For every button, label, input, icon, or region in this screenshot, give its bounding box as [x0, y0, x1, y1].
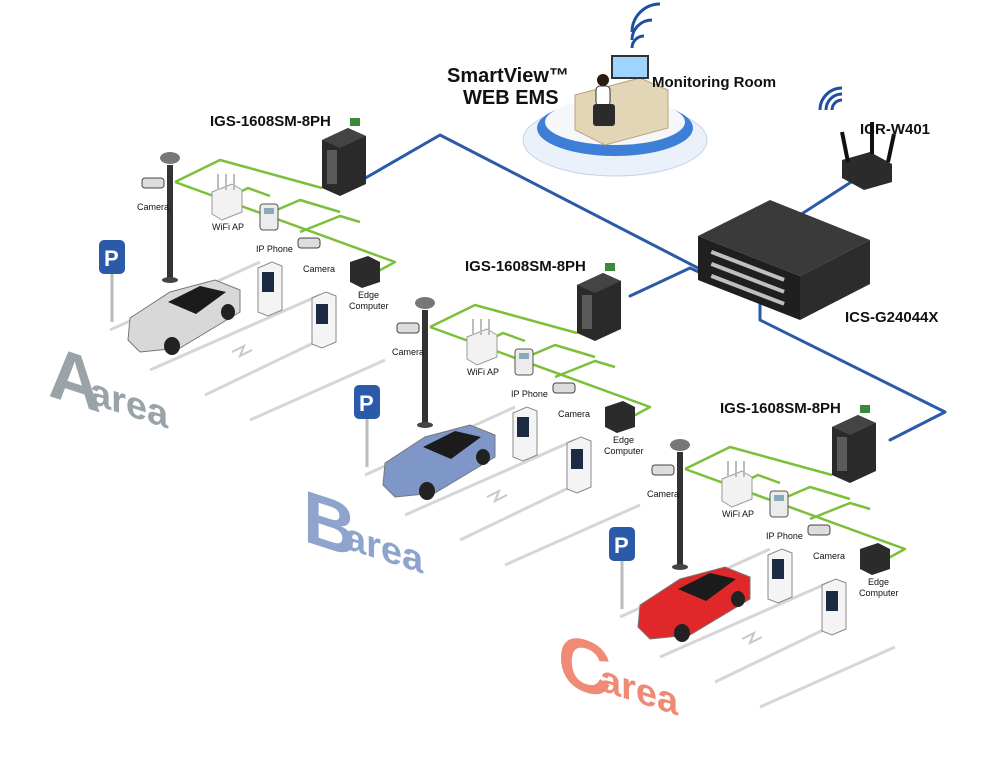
area-letter: C — [558, 616, 611, 716]
camera-icon — [297, 237, 321, 249]
camera-label: Camera — [813, 551, 845, 561]
core-switch-ports — [710, 250, 785, 306]
core-switch — [698, 200, 870, 320]
fiber-link-a — [360, 133, 762, 302]
ev-charger-icon — [311, 291, 337, 349]
access-switch — [832, 405, 876, 483]
title-line1: SmartView™ — [447, 65, 569, 87]
edge-label-1: Edge — [358, 290, 379, 300]
access-switch — [577, 263, 621, 341]
area-letter: B — [303, 474, 356, 574]
camera-icon — [141, 177, 165, 189]
light-pole — [160, 152, 180, 283]
ev-charger-icon — [512, 406, 538, 462]
edge-label-1: Edge — [613, 435, 634, 445]
area-word: area — [600, 657, 678, 724]
edge-computer-icon — [350, 256, 380, 288]
camera-label: Camera — [392, 347, 424, 357]
access-switch-label: IGS-1608SM-8PH — [210, 113, 331, 130]
edge-computer-icon — [605, 401, 635, 433]
wifi-ap-icon — [466, 319, 498, 366]
ev-charger-icon — [767, 548, 793, 604]
edge-label-2: Computer — [604, 446, 644, 456]
parking-sign-icon: P — [99, 240, 125, 322]
ip-phone-icon — [769, 490, 789, 518]
camera-label: Camera — [137, 202, 169, 212]
wifi-ap-icon — [721, 461, 753, 508]
fiber-link-c — [758, 298, 947, 442]
camera-icon — [552, 382, 576, 394]
camera-icon — [651, 464, 675, 476]
core-switch-top — [698, 200, 870, 276]
office-chair — [593, 104, 615, 126]
router-body — [842, 152, 892, 190]
area-word: area — [90, 370, 168, 437]
wifi-signal-icon — [818, 86, 843, 111]
wifi-ap-label: WiFi AP — [212, 222, 244, 232]
access-switch-label: IGS-1608SM-8PH — [720, 400, 841, 417]
ip-phone-label: IP Phone — [256, 244, 293, 254]
wifi-ap-icon — [211, 174, 243, 221]
ev-charger-icon — [566, 436, 592, 494]
charging-mark-icon — [741, 630, 763, 646]
electric-car — [127, 279, 241, 355]
camera-label: Camera — [647, 489, 679, 499]
edge-label-2: Computer — [859, 588, 899, 598]
ip-phone-label: IP Phone — [511, 389, 548, 399]
edge-label-1: Edge — [868, 577, 889, 587]
charging-mark-icon — [231, 343, 253, 359]
access-switch-label: IGS-1608SM-8PH — [465, 258, 586, 275]
electric-car — [637, 566, 751, 642]
area-letter: A — [48, 329, 101, 429]
operator-body — [595, 85, 611, 107]
parking-sign-icon: P — [354, 385, 380, 467]
ev-charger-icon — [821, 578, 847, 636]
electric-car — [382, 424, 496, 500]
wifi-signal-icon — [630, 2, 661, 49]
ip-phone-icon — [514, 348, 534, 376]
ev-charger-icon — [257, 261, 283, 317]
access-switch — [322, 118, 366, 196]
area-word: area — [345, 515, 423, 582]
edge-computer-icon — [860, 543, 890, 575]
camera-icon — [396, 322, 420, 334]
ip-phone-icon — [259, 203, 279, 231]
svg-text:P: P — [614, 533, 629, 558]
edge-label-2: Computer — [349, 301, 389, 311]
svg-text:P: P — [359, 391, 374, 416]
title-line2: WEB EMS — [463, 87, 559, 109]
wifi-ap-label: WiFi AP — [722, 509, 754, 519]
wifi-ap-label: WiFi AP — [467, 367, 499, 377]
core-switch-label: ICS-G24044X — [845, 309, 938, 326]
monitoring-room-label: Monitoring Room — [652, 74, 776, 91]
camera-icon — [807, 524, 831, 536]
monitor-screen — [611, 55, 649, 79]
light-pole — [415, 297, 435, 428]
core-switch-side — [800, 240, 870, 320]
router — [818, 86, 896, 190]
router-antenna — [840, 131, 850, 163]
charging-mark-icon — [486, 488, 508, 504]
svg-text:P: P — [104, 246, 119, 271]
parking-sign-icon: P — [609, 527, 635, 609]
router-label: ICR-W401 — [860, 121, 930, 138]
light-pole — [670, 439, 690, 570]
ip-phone-label: IP Phone — [766, 531, 803, 541]
monitoring-room — [522, 2, 708, 177]
camera-label: Camera — [558, 409, 590, 419]
camera-label: Camera — [303, 264, 335, 274]
operator-head — [597, 74, 609, 86]
router-antenna — [886, 133, 896, 163]
